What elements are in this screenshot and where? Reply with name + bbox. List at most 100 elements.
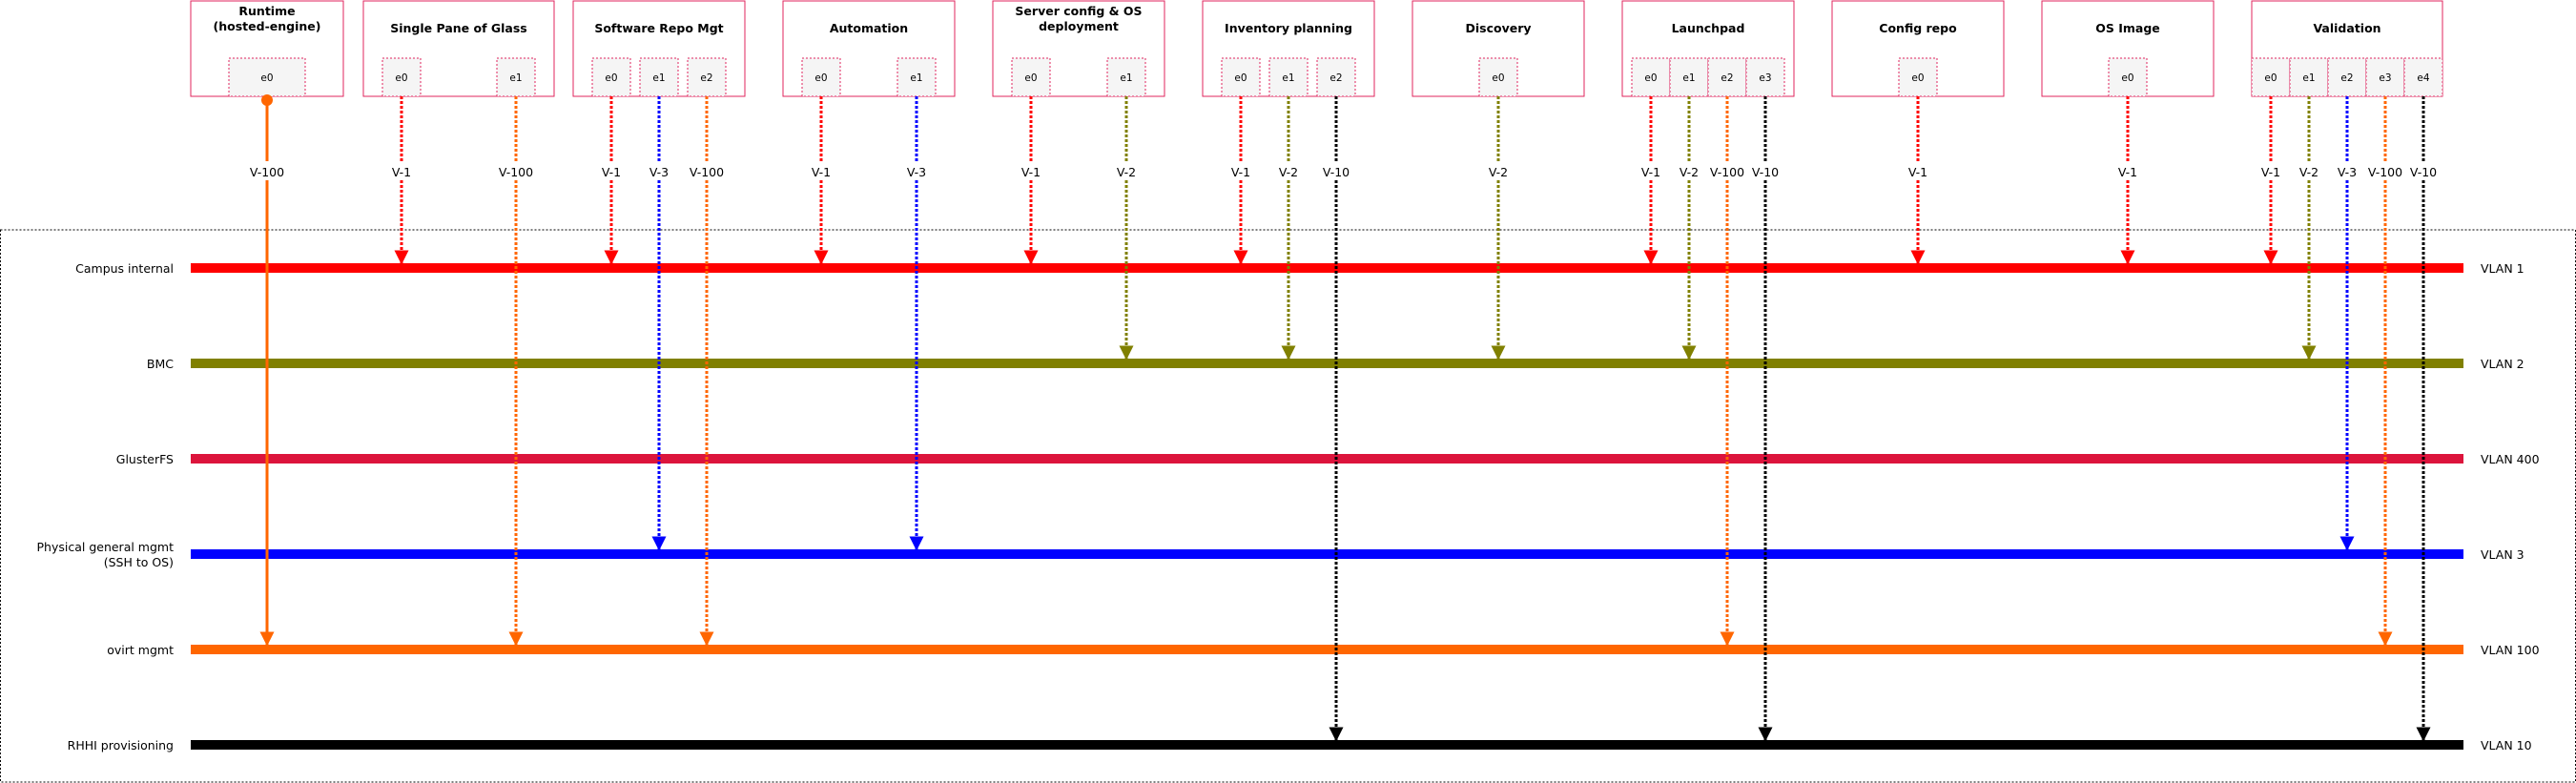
vlan-tag: V-100 — [250, 165, 284, 179]
connection-single-pane-of-glass-e1: V-100 — [499, 96, 533, 647]
port-e0 — [1221, 57, 1261, 97]
port-e0 — [1898, 57, 1938, 97]
connection-software-repo-mgt-e1: V-3 — [649, 96, 669, 551]
connection-config-repo-e0: V-1 — [1908, 96, 1927, 265]
service-title: Config repo — [1879, 21, 1957, 35]
service-box-config-repo: Config repo e0 — [1831, 0, 2005, 97]
port-e0 — [2108, 57, 2148, 97]
vlan-tag: V-10 — [2410, 165, 2437, 179]
port-e2 — [2327, 57, 2367, 97]
network-label-bmc: BMC — [147, 357, 174, 371]
port-e1 — [1106, 57, 1146, 97]
vlan-tag: V-1 — [602, 165, 621, 179]
port-label: e0 — [1911, 72, 1924, 84]
connection-os-image-e0: V-1 — [2118, 96, 2137, 265]
connection-launchpad-e1: V-2 — [1680, 96, 1699, 361]
vlan-tag: V-1 — [1021, 165, 1041, 179]
port-label: e1 — [1120, 72, 1132, 84]
vlan-tag: V-1 — [1231, 165, 1250, 179]
port-label: e0 — [1024, 72, 1037, 84]
vlan-tag: V-2 — [1117, 165, 1136, 179]
vlan-tag: V-3 — [649, 165, 669, 179]
vlan-tag: V-1 — [2118, 165, 2137, 179]
connection-inventory-planning-e0: V-1 — [1231, 96, 1250, 265]
vlan-tag: V-1 — [812, 165, 831, 179]
connection-software-repo-mgt-e0: V-1 — [602, 96, 621, 265]
connection-launchpad-e0: V-1 — [1641, 96, 1660, 265]
vlan-label-gluster: VLAN 400 — [2481, 452, 2540, 466]
port-label: e0 — [814, 72, 827, 84]
port-label: e1 — [2302, 72, 2315, 84]
port-e2 — [687, 57, 727, 97]
port-label: e1 — [509, 72, 522, 84]
port-label: e2 — [1721, 72, 1733, 84]
vlan-label-bmc: VLAN 2 — [2481, 357, 2524, 371]
network-label-mgmt: Physical general mgmt(SSH to OS) — [37, 540, 175, 569]
service-title: Validation — [2313, 21, 2380, 35]
vlan-label-ovirt: VLAN 100 — [2481, 643, 2540, 657]
service-title: Single Pane of Glass — [390, 21, 526, 35]
vlan-label-rhhi: VLAN 10 — [2481, 738, 2532, 752]
service-title: Launchpad — [1672, 21, 1745, 35]
connection-validation-e0: V-1 — [2261, 96, 2280, 265]
network-label-gluster: GlusterFS — [116, 452, 174, 466]
vlan-tag: V-1 — [392, 165, 411, 179]
port-label: e0 — [605, 72, 617, 84]
service-title: Inventory planning — [1225, 21, 1352, 35]
port-label: e4 — [2417, 72, 2429, 84]
connection-server-config-os-deployment-e0: V-1 — [1021, 96, 1041, 265]
connection-validation-e1: V-2 — [2299, 96, 2318, 361]
vlan-tag: V-10 — [1752, 165, 1779, 179]
port-label: e0 — [1644, 72, 1657, 84]
connections: V-100 V-1 V-100 V-1 V-3 V-100 V-1 V-3 V-1 V-2 V-1 V… — [250, 94, 2437, 742]
vlan-tag: V-3 — [2338, 165, 2357, 179]
vlan-tag: V-100 — [1710, 165, 1744, 179]
port-label: e3 — [2379, 72, 2391, 84]
connection-server-config-os-deployment-e1: V-2 — [1117, 96, 1136, 361]
port-label: e0 — [1234, 72, 1247, 84]
connection-discovery-e0: V-2 — [1489, 96, 1508, 361]
port-label: e2 — [1329, 72, 1342, 84]
vlan-tag: V-1 — [1908, 165, 1927, 179]
service-title: OS Image — [2095, 21, 2160, 35]
vlan-tag: V-1 — [2261, 165, 2280, 179]
port-label: e3 — [1759, 72, 1771, 84]
connection-software-repo-mgt-e2: V-100 — [690, 96, 724, 647]
connection-validation-e4: V-10 — [2410, 96, 2437, 742]
service-title: Runtime(hosted-engine) — [214, 4, 321, 33]
port-label: e1 — [910, 72, 922, 84]
vlan-tag: V-10 — [1323, 165, 1350, 179]
network-label-campus: Campus internal — [75, 261, 174, 276]
port-e1 — [496, 57, 536, 97]
vlan-label-mgmt: VLAN 3 — [2481, 547, 2524, 562]
service-title: Automation — [830, 21, 908, 35]
port-e3 — [1745, 57, 1785, 97]
vlan-tag: V-2 — [2299, 165, 2318, 179]
port-e0 — [591, 57, 631, 97]
connection-single-pane-of-glass-e0: V-1 — [392, 96, 411, 265]
port-e0 — [381, 57, 422, 97]
port-e0 — [228, 57, 306, 97]
connection-launchpad-e2: V-100 — [1710, 96, 1744, 647]
vlan-tag: V-2 — [1279, 165, 1298, 179]
service-box-runtime-hosted-engine: Runtime(hosted-engine) e0 — [190, 0, 344, 97]
port-label: e0 — [260, 72, 273, 84]
service-boxes: Runtime(hosted-engine) e0 Single Pane of G… — [190, 0, 2443, 97]
connection-automation-e1: V-3 — [907, 96, 926, 551]
network-label-rhhi: RHHI provisioning — [68, 738, 174, 752]
connection-validation-e3: V-100 — [2368, 96, 2402, 647]
vlan-tag: V-100 — [690, 165, 724, 179]
service-box-automation: Automation e0 e1 — [782, 0, 956, 97]
connection-origin-dot — [261, 94, 273, 106]
connection-inventory-planning-e1: V-2 — [1279, 96, 1298, 361]
vlan-tag: V-3 — [907, 165, 926, 179]
